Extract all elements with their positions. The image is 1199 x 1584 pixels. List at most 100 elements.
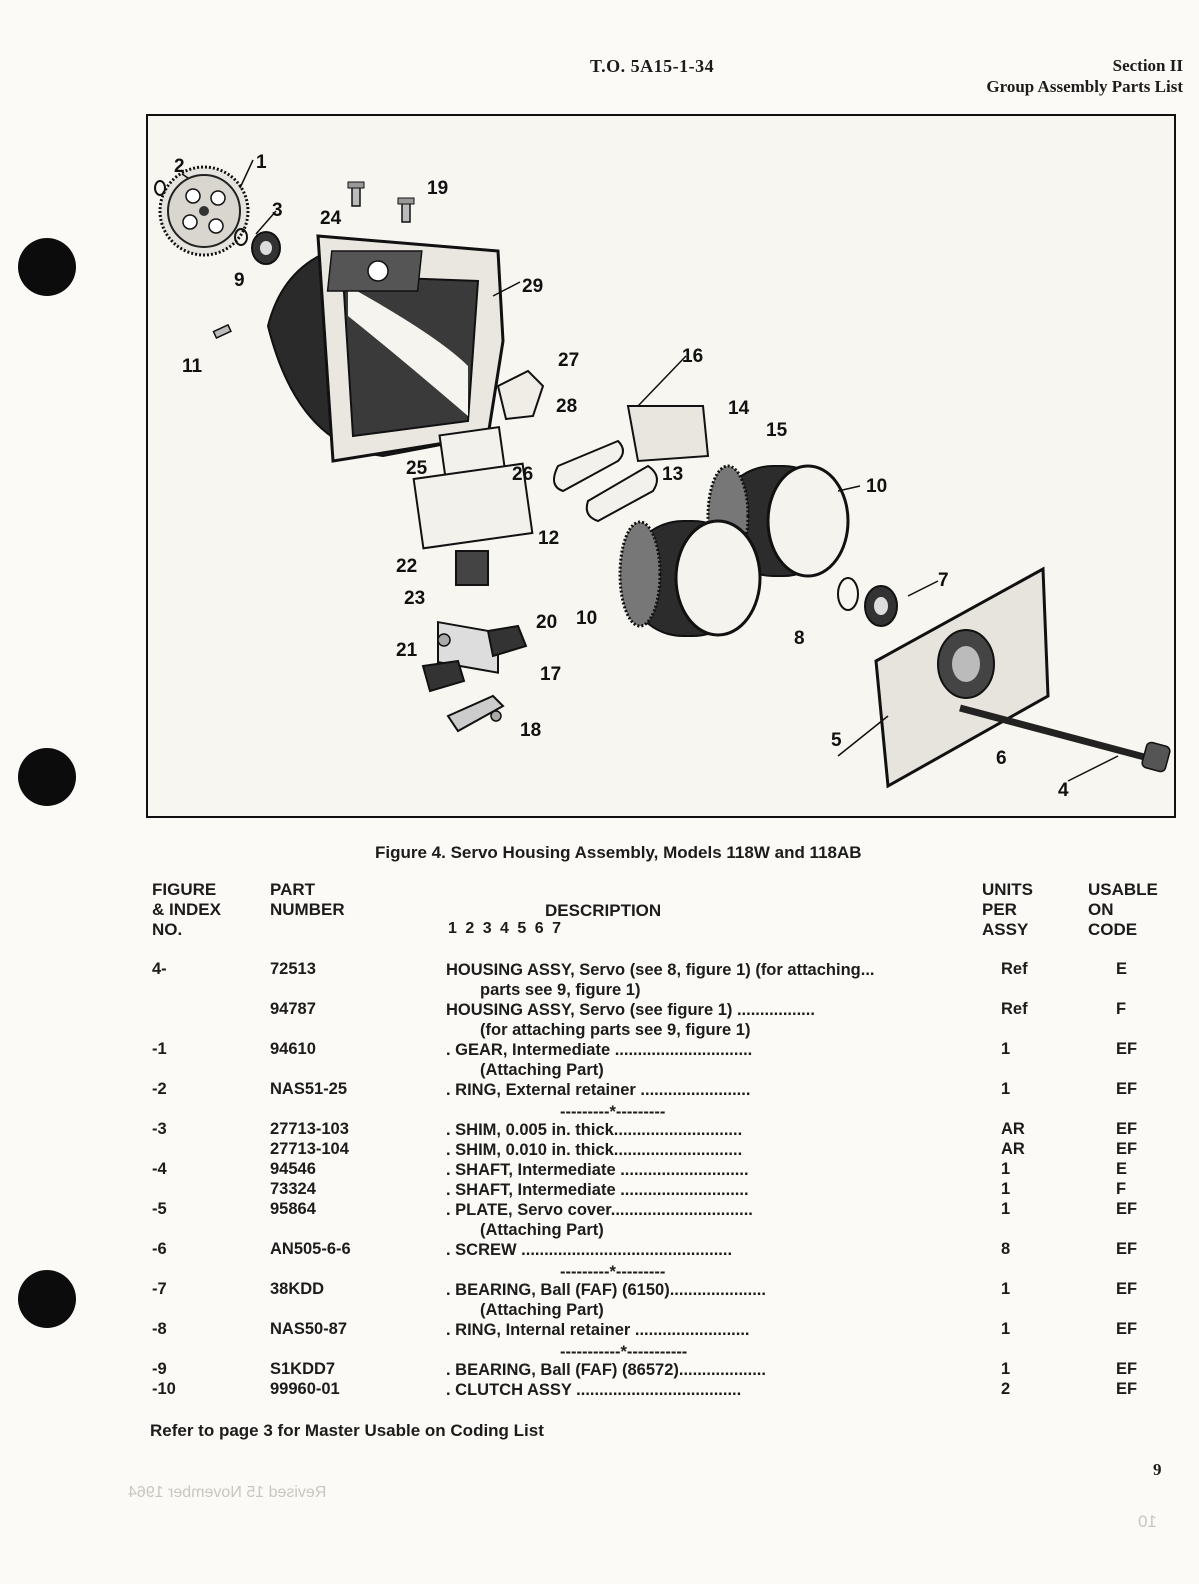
col-header-line: USABLE [1088, 880, 1158, 899]
clamp-assy-part [446, 694, 505, 733]
cell-units: 1 [1001, 1360, 1011, 1378]
cell-units: 2 [1001, 1380, 1011, 1398]
gear-part [158, 165, 250, 257]
callout-label: 10 [576, 608, 597, 629]
cell-description: . SHAFT, Intermediate ..................… [446, 1180, 966, 1200]
callout-label: 1 [256, 152, 267, 173]
callout-label: 29 [522, 276, 543, 297]
cell-description: . CLUTCH ASSY ..........................… [446, 1380, 966, 1400]
cell-description: . RING, Internal retainer ..............… [446, 1320, 966, 1340]
col-header-units: UNITS PER ASSY [982, 880, 1033, 940]
callout-label: 26 [512, 464, 533, 485]
cell-part-number: 38KDD [270, 1280, 325, 1298]
callout-label: 16 [682, 346, 703, 367]
bleed-through-page-number: 10 [1138, 1512, 1157, 1531]
callout-label: 5 [831, 730, 842, 751]
description-line: -----------*----------- [560, 1343, 688, 1361]
cell-description: . SHIM, 0.005 in. thick.................… [446, 1120, 966, 1140]
callout-label: 7 [938, 570, 949, 591]
cell-part-number: 27713-103 [270, 1120, 349, 1138]
cell-units: 1 [1001, 1320, 1011, 1338]
cell-part-number: 72513 [270, 960, 316, 978]
description-line: . GEAR, Intermediate ...................… [446, 1041, 753, 1059]
cell-units: 8 [1001, 1240, 1011, 1258]
callout-label: 12 [538, 528, 559, 549]
cell-units: 1 [1001, 1080, 1011, 1098]
callout-label: 15 [766, 420, 788, 441]
cell-description: . RING, External retainer ..............… [446, 1080, 966, 1100]
cell-usable-code: E [1116, 960, 1128, 978]
description-line: . PLATE, Servo cover....................… [446, 1201, 753, 1219]
cell-units: Ref [1001, 1000, 1028, 1018]
col-header-description: DESCRIPTION [545, 901, 662, 920]
description-line: ---------*--------- [560, 1263, 666, 1281]
cell-index: -5 [152, 1200, 167, 1218]
cell-part-number: 94546 [270, 1160, 316, 1178]
description-line: . CLUTCH ASSY ..........................… [446, 1381, 742, 1399]
description-line: . BEARING, Ball (FAF) (6150)............… [446, 1281, 766, 1299]
description-line: . BEARING, Ball (FAF) (86572)...........… [446, 1361, 766, 1379]
cell-usable-code: F [1116, 1000, 1127, 1018]
cell-usable-code: E [1116, 1160, 1128, 1178]
cell-part-number: 94610 [270, 1040, 316, 1058]
description-line: (Attaching Part) [480, 1221, 604, 1239]
col-header-line: NO. [152, 920, 183, 939]
brush-assy-part [626, 405, 710, 463]
cell-description: ---------*--------- [560, 1262, 1080, 1282]
callout-label: 21 [396, 640, 418, 661]
callout-label: 25 [406, 458, 428, 479]
cell-part-number: 99960-01 [270, 1380, 340, 1398]
cell-usable-code: EF [1116, 1040, 1138, 1058]
brush-assy-part [585, 464, 658, 523]
cell-usable-code: EF [1116, 1140, 1138, 1158]
cell-usable-code: EF [1116, 1240, 1138, 1258]
callout-label: 18 [520, 720, 541, 741]
col-header-line: FIGURE [152, 880, 217, 899]
bearing-part [864, 585, 898, 627]
callout-label: 14 [728, 398, 750, 419]
cell-description: . PLATE, Servo cover....................… [446, 1200, 966, 1240]
callout-label: 10 [866, 476, 887, 497]
insulator-part [412, 462, 534, 550]
bleed-through-revised: Revised 15 November 1964 [128, 1484, 327, 1501]
cell-units: AR [1001, 1140, 1025, 1158]
screw-part [397, 197, 415, 223]
cell-units: 1 [1001, 1040, 1011, 1058]
cell-usable-code: EF [1116, 1200, 1138, 1218]
clutch-assy-part [618, 519, 762, 637]
col-header-figure-index: FIGURE & INDEX NO. [152, 880, 221, 940]
cell-usable-code: EF [1116, 1320, 1138, 1338]
cell-part-number: AN505-6-6 [270, 1240, 351, 1258]
cell-index: -9 [152, 1360, 167, 1378]
callout-label: 22 [396, 556, 417, 577]
callout-label: 20 [536, 612, 557, 633]
header-section-block: Section II Group Assembly Parts List [986, 55, 1183, 97]
callout-label: 19 [427, 178, 448, 199]
cell-usable-code: F [1116, 1180, 1127, 1198]
cell-description: . GEAR, Intermediate ...................… [446, 1040, 966, 1080]
exploded-view-figure: 1 2 3 4 5 6 7 8 9 10 10 11 12 13 14 15 1… [146, 114, 1176, 818]
description-line: ---------*--------- [560, 1103, 666, 1121]
binder-hole [18, 238, 76, 296]
callout-label: 6 [996, 748, 1007, 769]
nut-part [490, 710, 502, 722]
description-line: . SHIM, 0.005 in. thick.................… [446, 1121, 743, 1139]
cell-usable-code: EF [1116, 1380, 1138, 1398]
shaft-part [959, 704, 1171, 773]
cell-usable-code: EF [1116, 1280, 1138, 1298]
cell-index: -6 [152, 1240, 167, 1258]
callout-label: 28 [556, 396, 577, 417]
description-line: . RING, Internal retainer ..............… [446, 1321, 750, 1339]
description-line: . RING, External retainer ..............… [446, 1081, 751, 1099]
cell-units: 1 [1001, 1180, 1011, 1198]
cell-units: 1 [1001, 1280, 1011, 1298]
screw-part [347, 181, 365, 207]
cell-index: -7 [152, 1280, 167, 1298]
col-header-line: PER [982, 900, 1017, 919]
cell-part-number: S1KDD7 [270, 1360, 336, 1378]
cell-units: 1 [1001, 1160, 1011, 1178]
shim-part [234, 228, 248, 246]
callout-label: 9 [234, 270, 245, 291]
cell-usable-code: EF [1116, 1080, 1138, 1098]
col-header-part-number: PART NUMBER [270, 880, 345, 920]
